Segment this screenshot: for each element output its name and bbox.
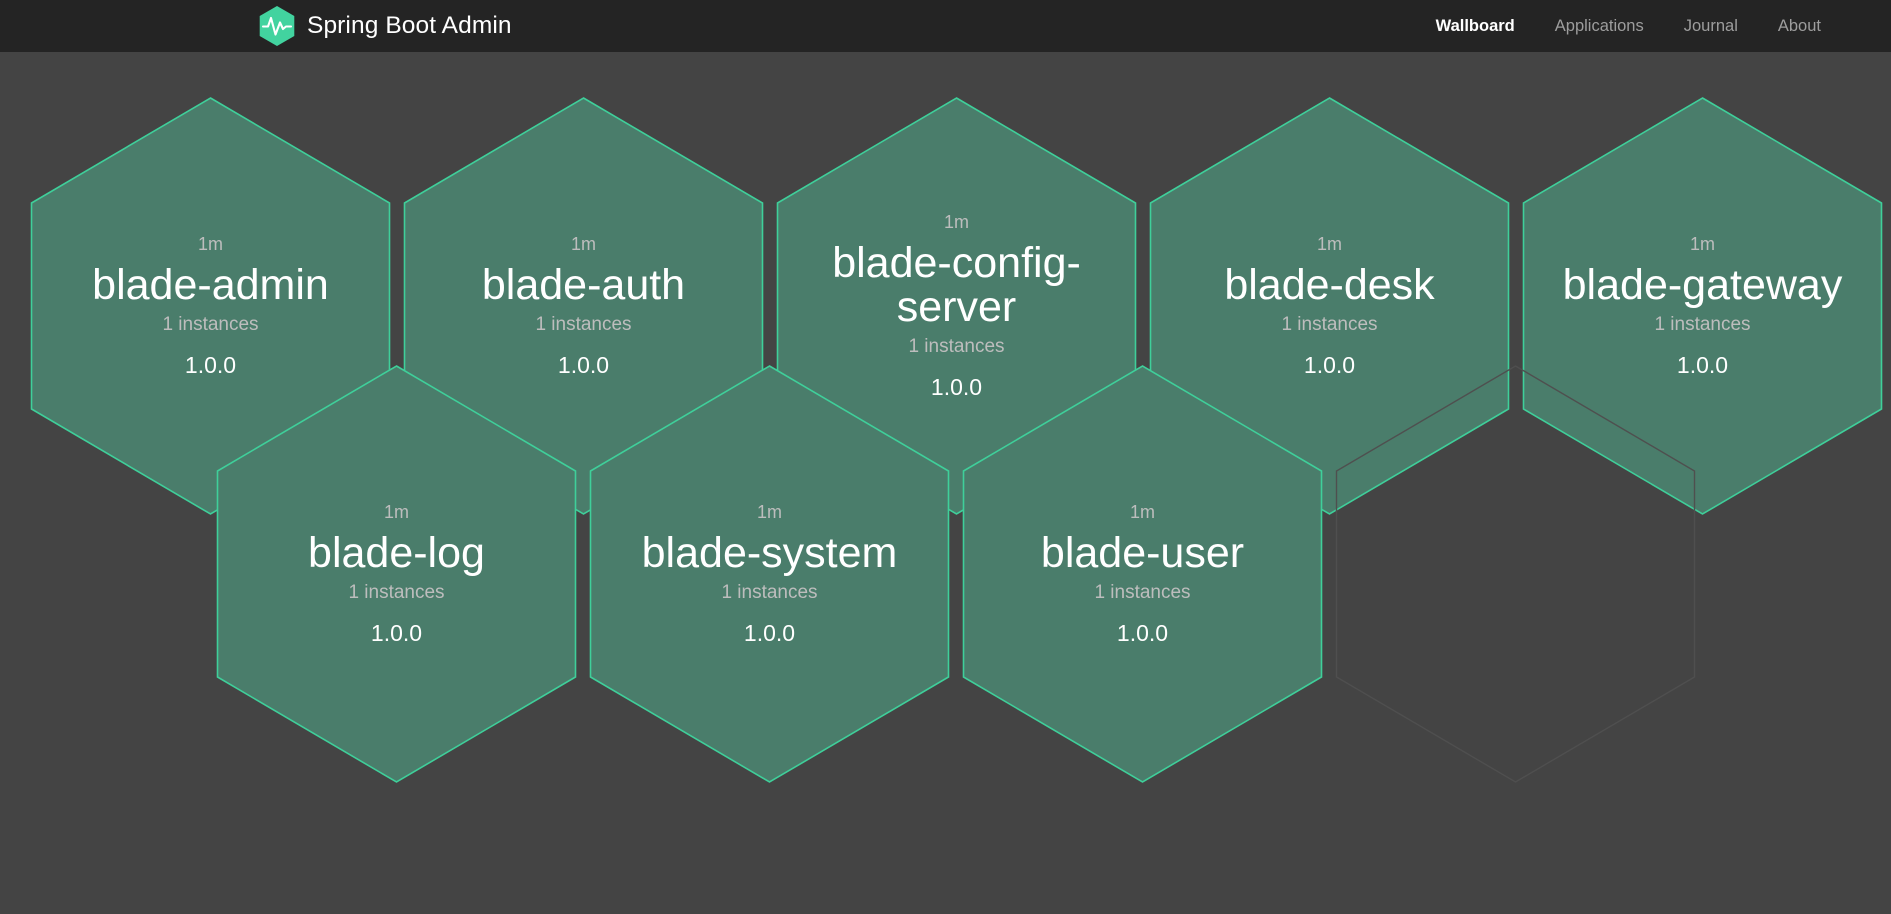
nav-link-journal[interactable]: Journal <box>1683 16 1738 35</box>
heartbeat-hexagon-icon <box>258 5 296 47</box>
nav-link-wallboard[interactable]: Wallboard <box>1435 16 1515 35</box>
nav-links: Wallboard Applications Journal About <box>1416 0 1841 52</box>
hexagon-shape <box>1522 97 1883 515</box>
application-hexagon-placeholder <box>1334 364 1697 784</box>
hexagon-shape <box>776 97 1137 515</box>
hexagon-shape <box>962 365 1323 783</box>
hexagon-shape <box>216 365 577 783</box>
hexagon-shape <box>589 365 950 783</box>
nav-link-applications[interactable]: Applications <box>1554 16 1644 35</box>
nav-link-about[interactable]: About <box>1777 16 1821 35</box>
hexagon-shape <box>403 97 764 515</box>
brand-home-link[interactable]: Spring Boot Admin <box>258 0 512 52</box>
brand-title: Spring Boot Admin <box>307 12 512 39</box>
hexagon-shape <box>1335 365 1696 783</box>
top-navigation-bar: Spring Boot Admin Wallboard Applications J… <box>0 0 1891 52</box>
hexagon-shape <box>1149 97 1510 515</box>
hexagon-shape <box>30 97 391 515</box>
